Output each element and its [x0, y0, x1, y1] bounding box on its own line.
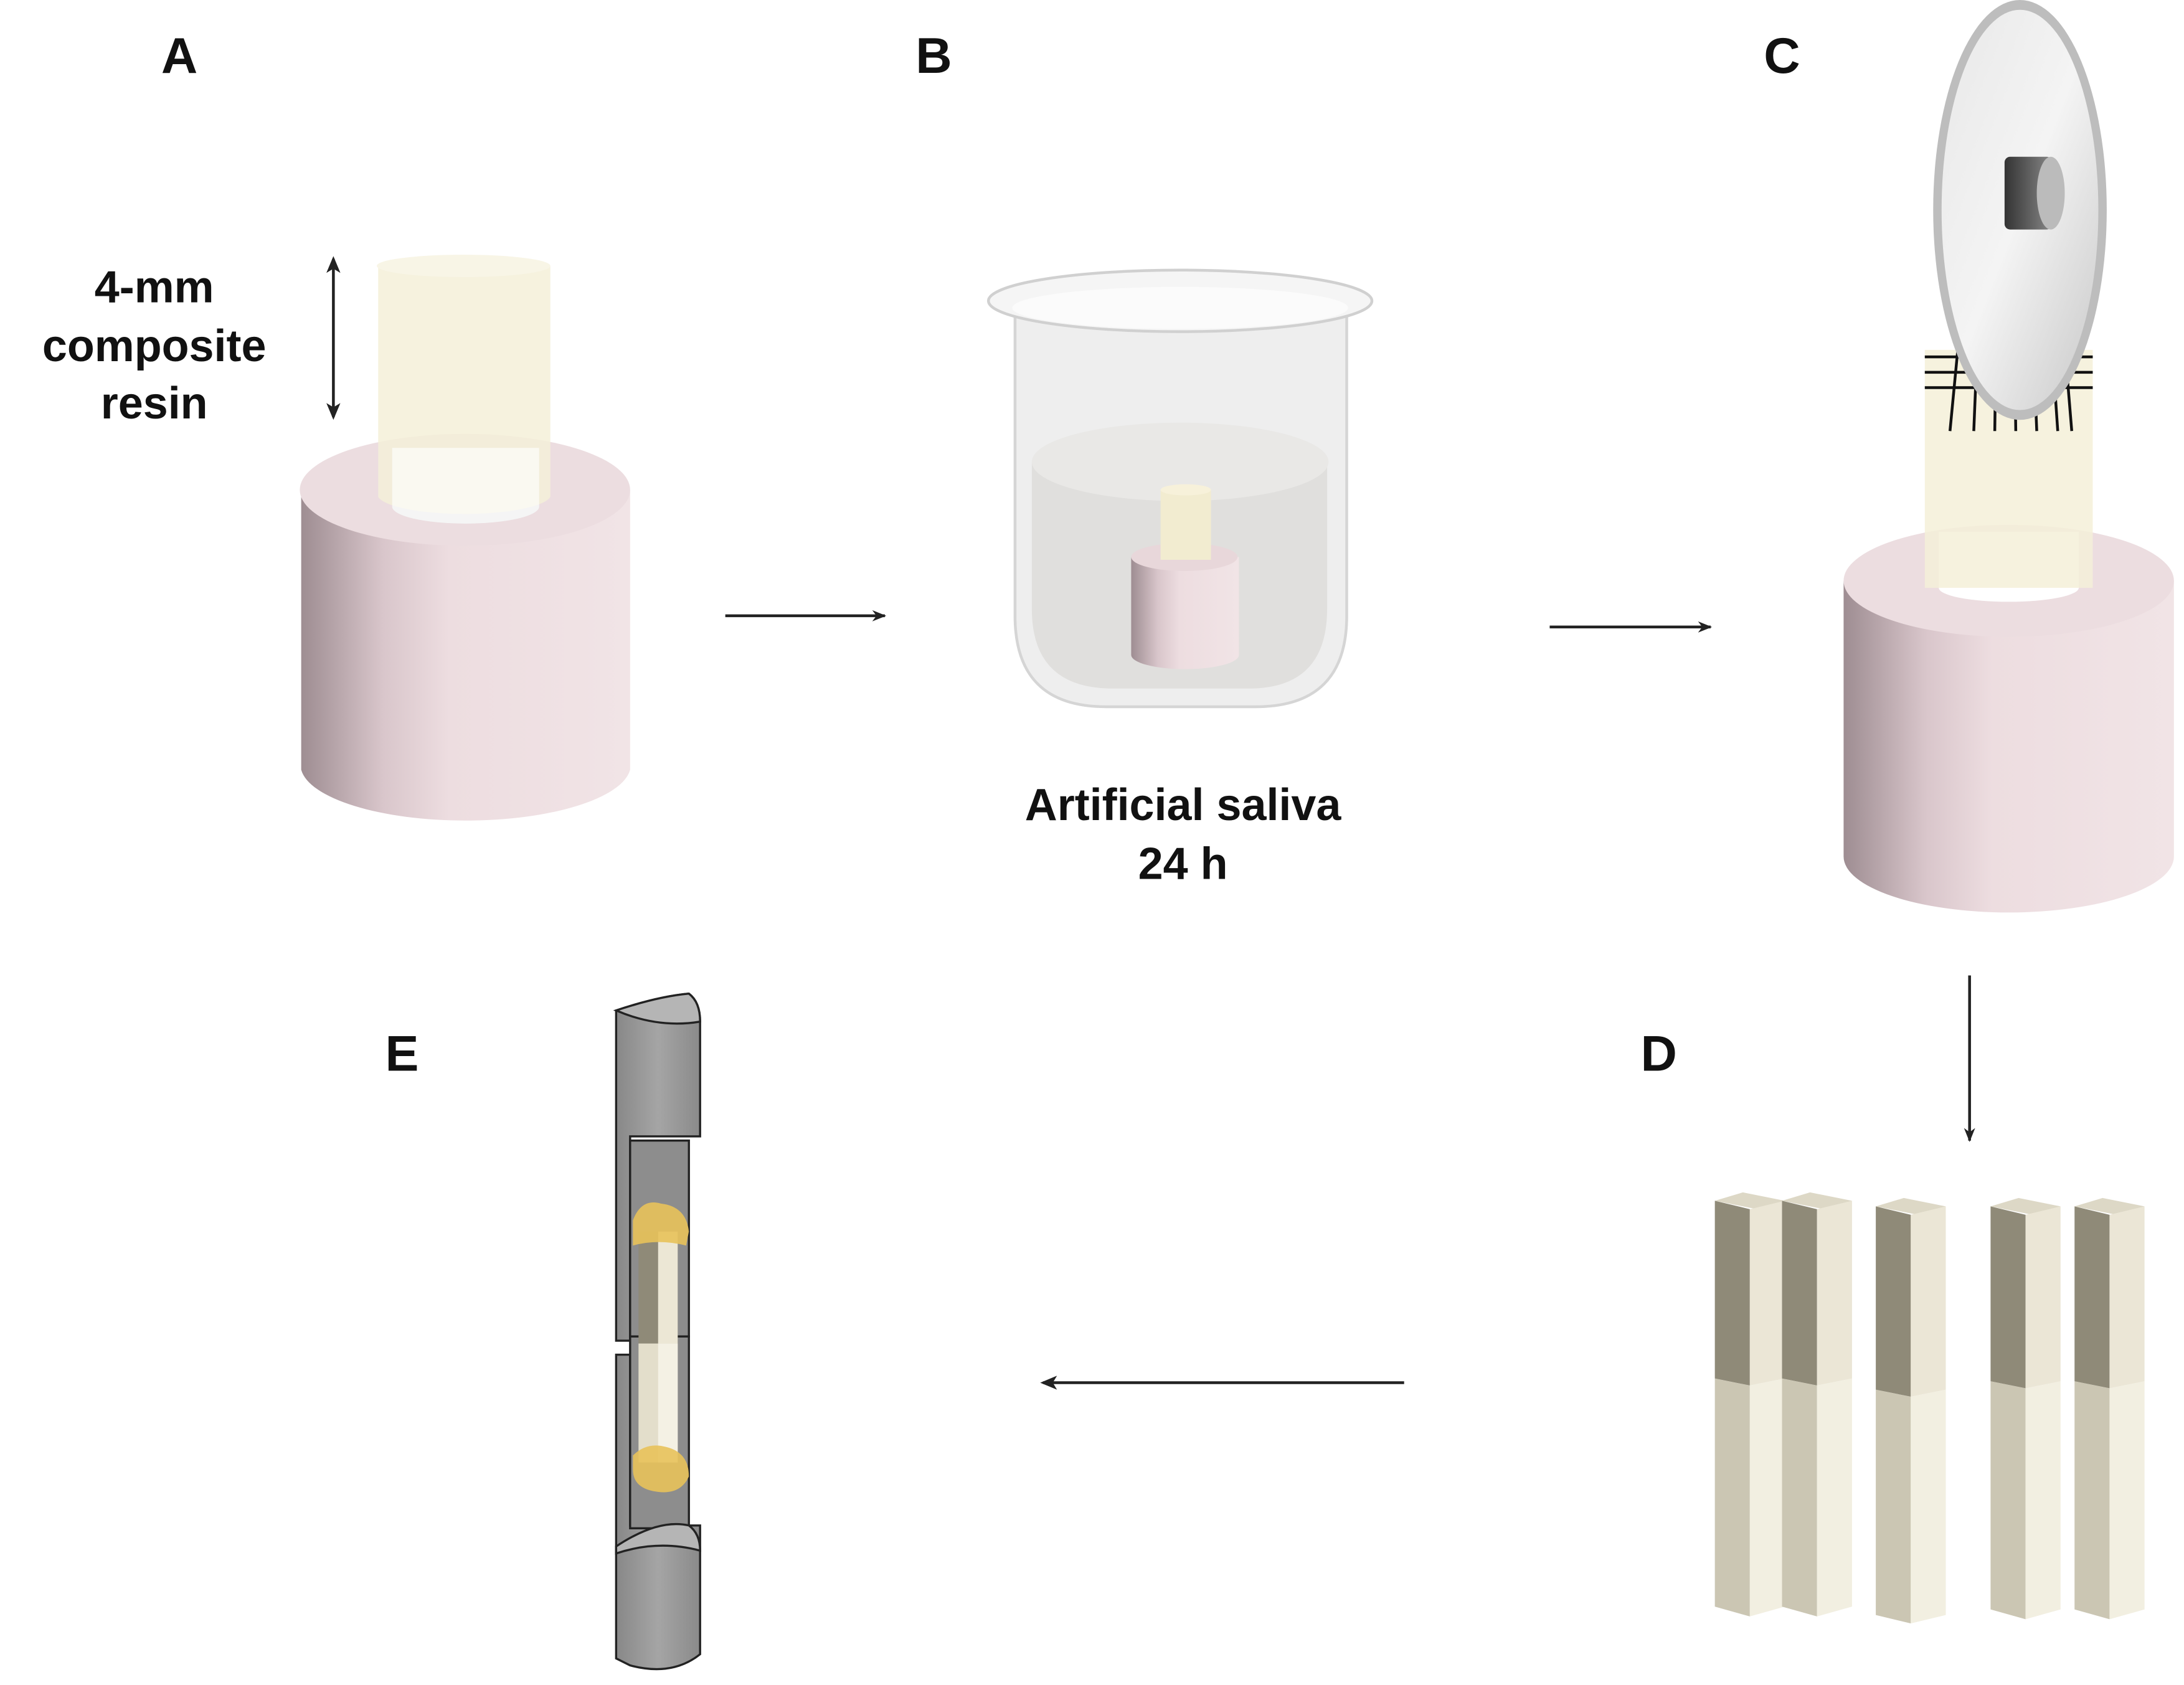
panel-e-label: E — [385, 1026, 418, 1082]
tooth-with-resin — [377, 255, 551, 524]
glue-bottom — [633, 1445, 689, 1493]
stick — [2074, 1197, 2145, 1620]
saliva-caption-line1: Artificial saliva — [1025, 780, 1342, 830]
panel-a: A 4-mm composite resin — [42, 28, 630, 821]
panel-b-label: B — [915, 28, 952, 84]
glue-top — [633, 1202, 689, 1246]
stick — [1990, 1197, 2061, 1620]
panel-c: C — [1764, 0, 2174, 913]
resin-dentin-sticks — [1714, 1192, 2145, 1624]
panel-b: B Artificial saliva 24 h — [915, 28, 1374, 889]
panel-d-label: D — [1641, 1026, 1677, 1082]
panel-c-label: C — [1764, 28, 1800, 84]
panel-e: E — [385, 992, 701, 1671]
saliva-caption-line2: 24 h — [1138, 839, 1228, 889]
resin-annotation-line1: 4-mm — [95, 262, 214, 312]
diamond-saw-disc — [1933, 0, 2107, 420]
stick — [1714, 1192, 1785, 1617]
resin-annotation-line3: resin — [101, 379, 208, 428]
panel-a-label: A — [161, 28, 197, 84]
panel-d: D — [1641, 1026, 2145, 1624]
resin-annotation-line2: composite — [42, 321, 267, 371]
bonded-stick — [638, 1231, 678, 1463]
stick — [1782, 1192, 1852, 1617]
immersed-specimen — [1131, 484, 1239, 669]
stick — [1876, 1197, 1946, 1624]
